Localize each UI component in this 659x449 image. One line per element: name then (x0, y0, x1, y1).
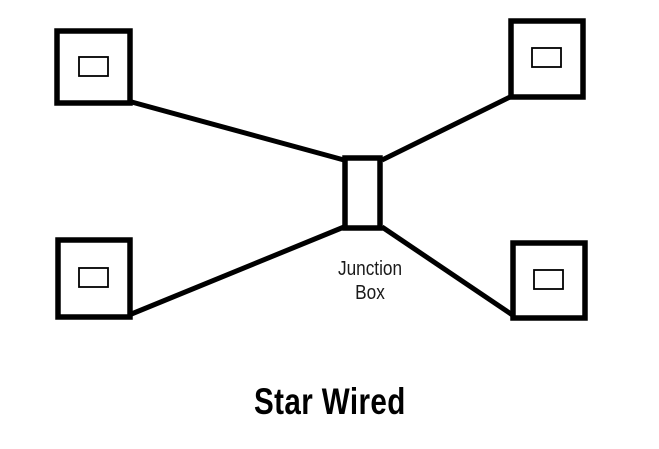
wire-bottom-right (380, 224, 516, 319)
wire-top-right (380, 93, 514, 163)
node-top-left (54, 28, 133, 106)
node-bottom-left-inner-rectangle (78, 267, 109, 288)
node-top-right-inner-rectangle (531, 47, 562, 68)
junction-box (342, 155, 383, 231)
node-bottom-right-inner-rectangle (533, 269, 564, 290)
node-bottom-right (510, 240, 588, 321)
wire-top-left (127, 98, 345, 163)
node-top-left-inner-rectangle (78, 56, 109, 77)
wire-group (127, 93, 516, 319)
diagram-title-text: Star Wired (253, 381, 406, 422)
junction-box-label-line-1: Junction (337, 258, 403, 280)
junction-box-label-line-2: Box (355, 281, 385, 304)
junction-box-body (342, 155, 383, 231)
diagram-title: Star Wired (0, 381, 659, 423)
junction-box-label: Junction Box (310, 258, 430, 305)
node-top-right (508, 18, 586, 100)
wire-bottom-left (128, 224, 345, 318)
node-bottom-left (55, 237, 133, 320)
